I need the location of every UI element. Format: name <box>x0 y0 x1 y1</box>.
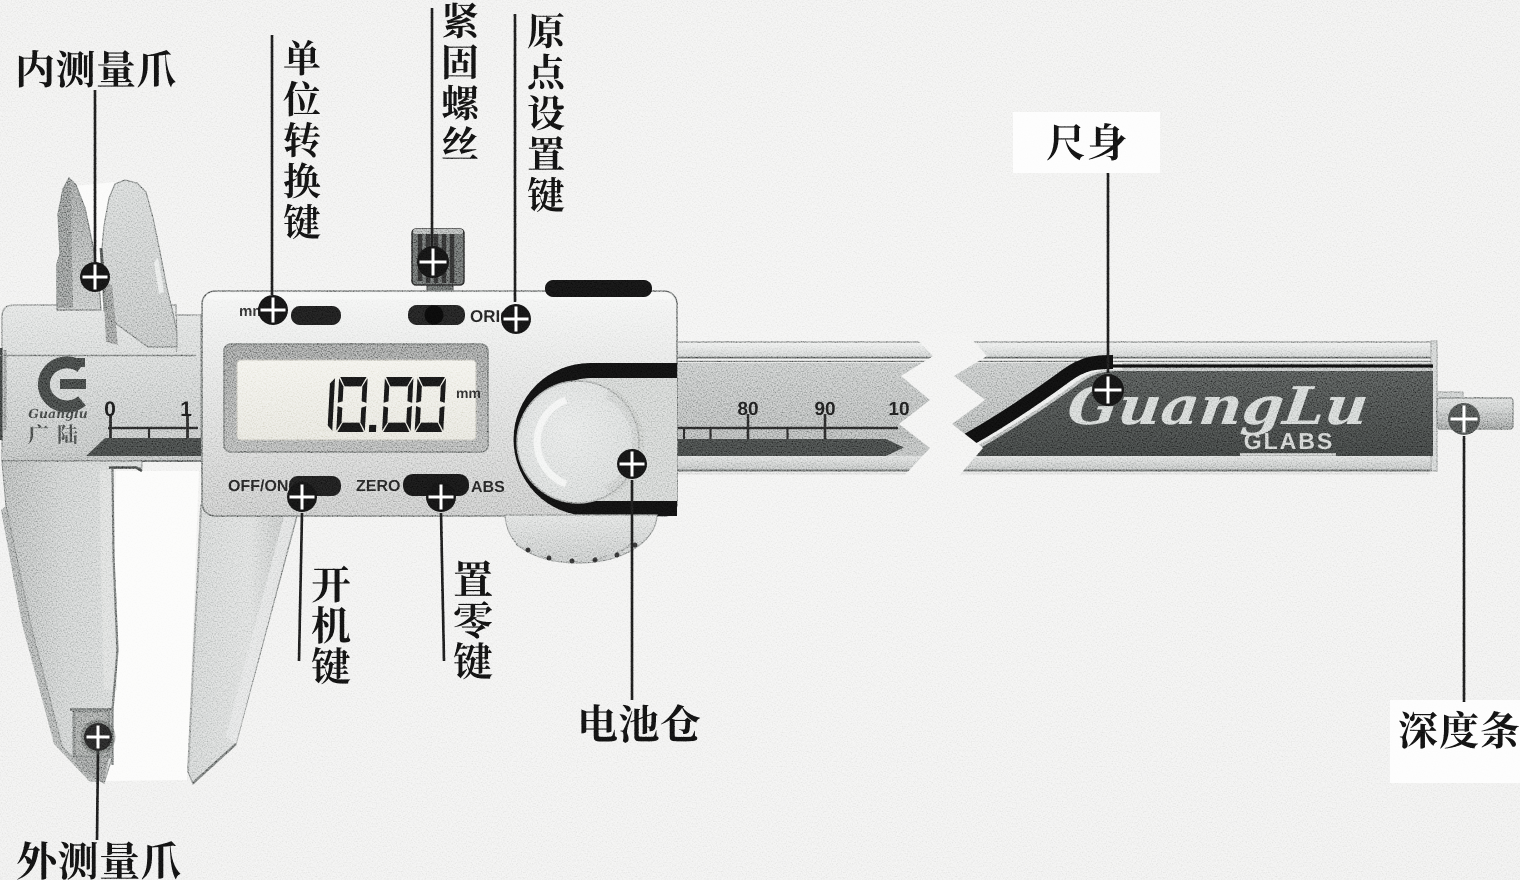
photo-grain-overlay <box>0 0 1520 880</box>
caliper-diagram <box>0 0 1520 880</box>
